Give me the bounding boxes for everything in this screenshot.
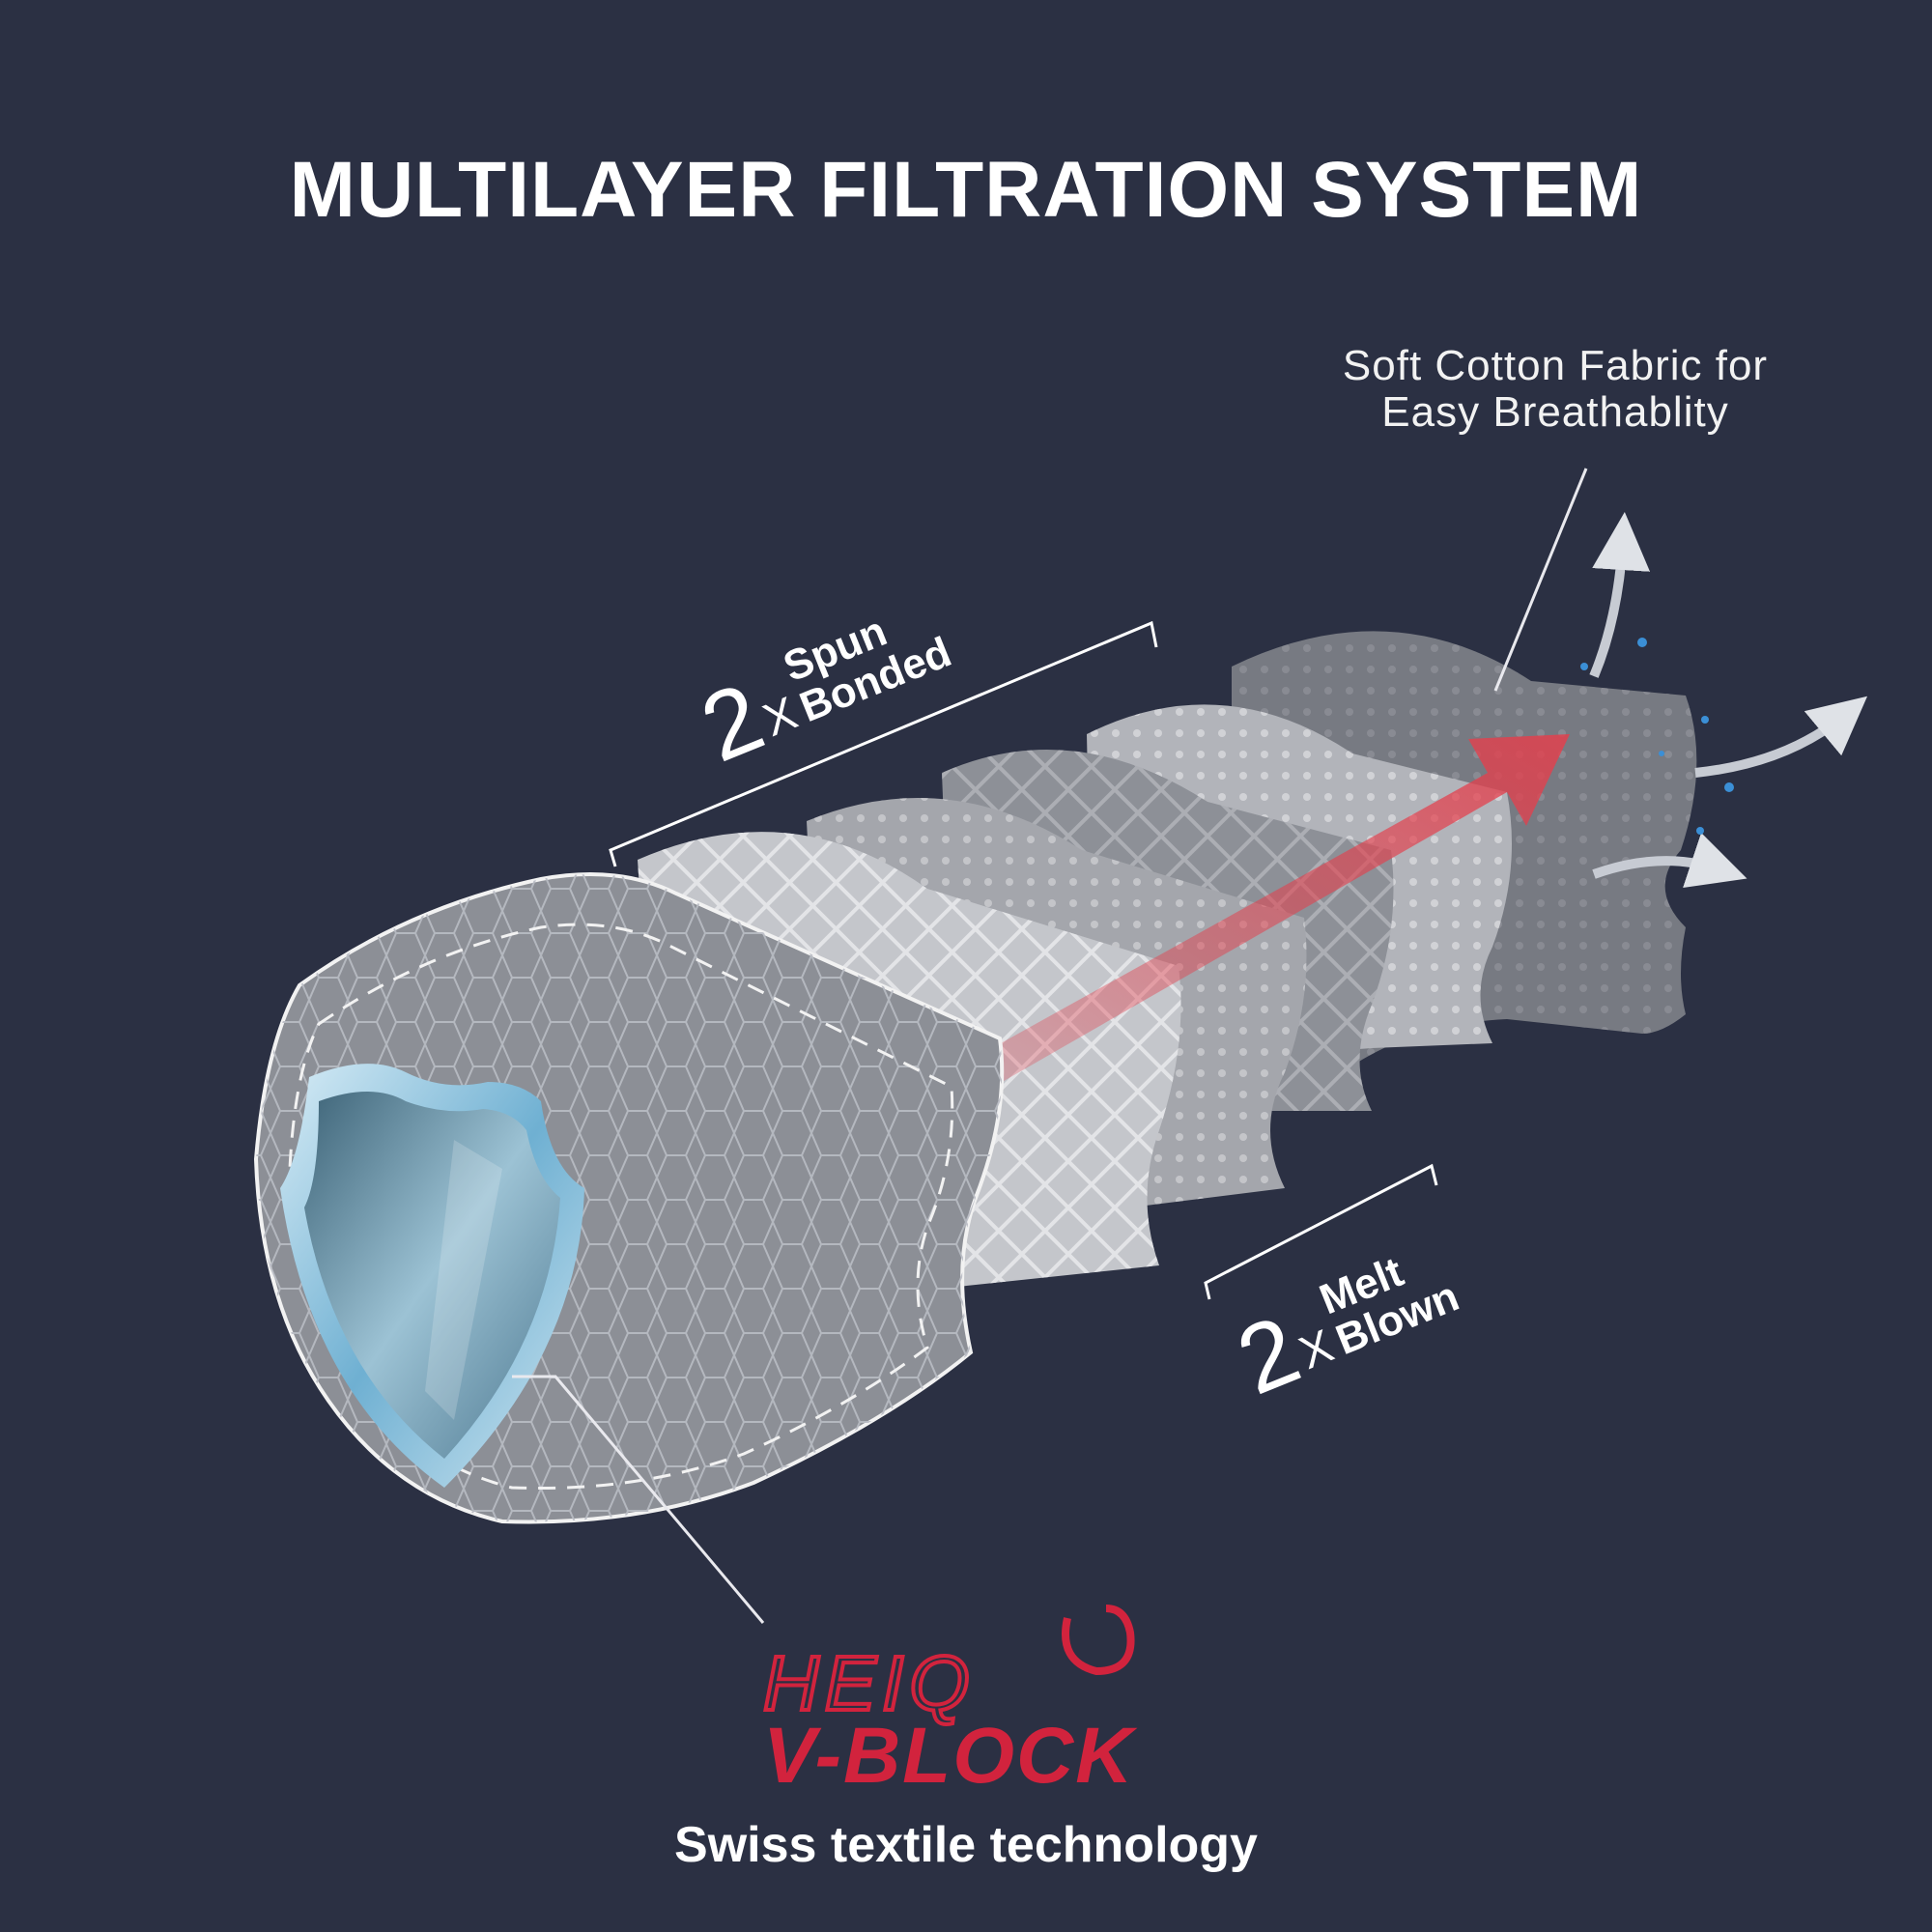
- brand-product: V-BLOCK: [763, 1712, 1138, 1800]
- brand-leader-line: [512, 1375, 765, 1624]
- brand-name: HEIQ: [763, 1640, 976, 1726]
- callout-leader-line: [1493, 468, 1588, 692]
- spun-bonded-count: 2: [687, 663, 778, 783]
- melt-blown-bracket: [1204, 1163, 1438, 1300]
- cotton-callout: Soft Cotton Fabric for Easy Breathablity: [1275, 343, 1835, 436]
- brand-logo: HEIQ V-BLOCK: [761, 1605, 1138, 1800]
- page-title: MULTILAYER FILTRATION SYSTEM: [289, 146, 1643, 234]
- callout-line-2: Easy Breathablity: [1381, 388, 1729, 436]
- melt-blown-count: 2: [1223, 1295, 1314, 1416]
- shield-icon: [280, 1064, 584, 1488]
- airflow-arrow-icon: [966, 734, 1570, 1092]
- spun-bonded-bracket: [609, 620, 1158, 867]
- exhaust-arrow-icon: [1580, 512, 1868, 888]
- brand-tagline: Swiss textile technology: [674, 1817, 1258, 1873]
- callout-line-1: Soft Cotton Fabric for: [1342, 342, 1769, 389]
- brand-swirl-icon: [1062, 1605, 1135, 1676]
- spun-bonded-label: 2 X Spun Bonded: [687, 608, 957, 783]
- melt-blown-label: 2 X Melt Blown: [1223, 1248, 1465, 1416]
